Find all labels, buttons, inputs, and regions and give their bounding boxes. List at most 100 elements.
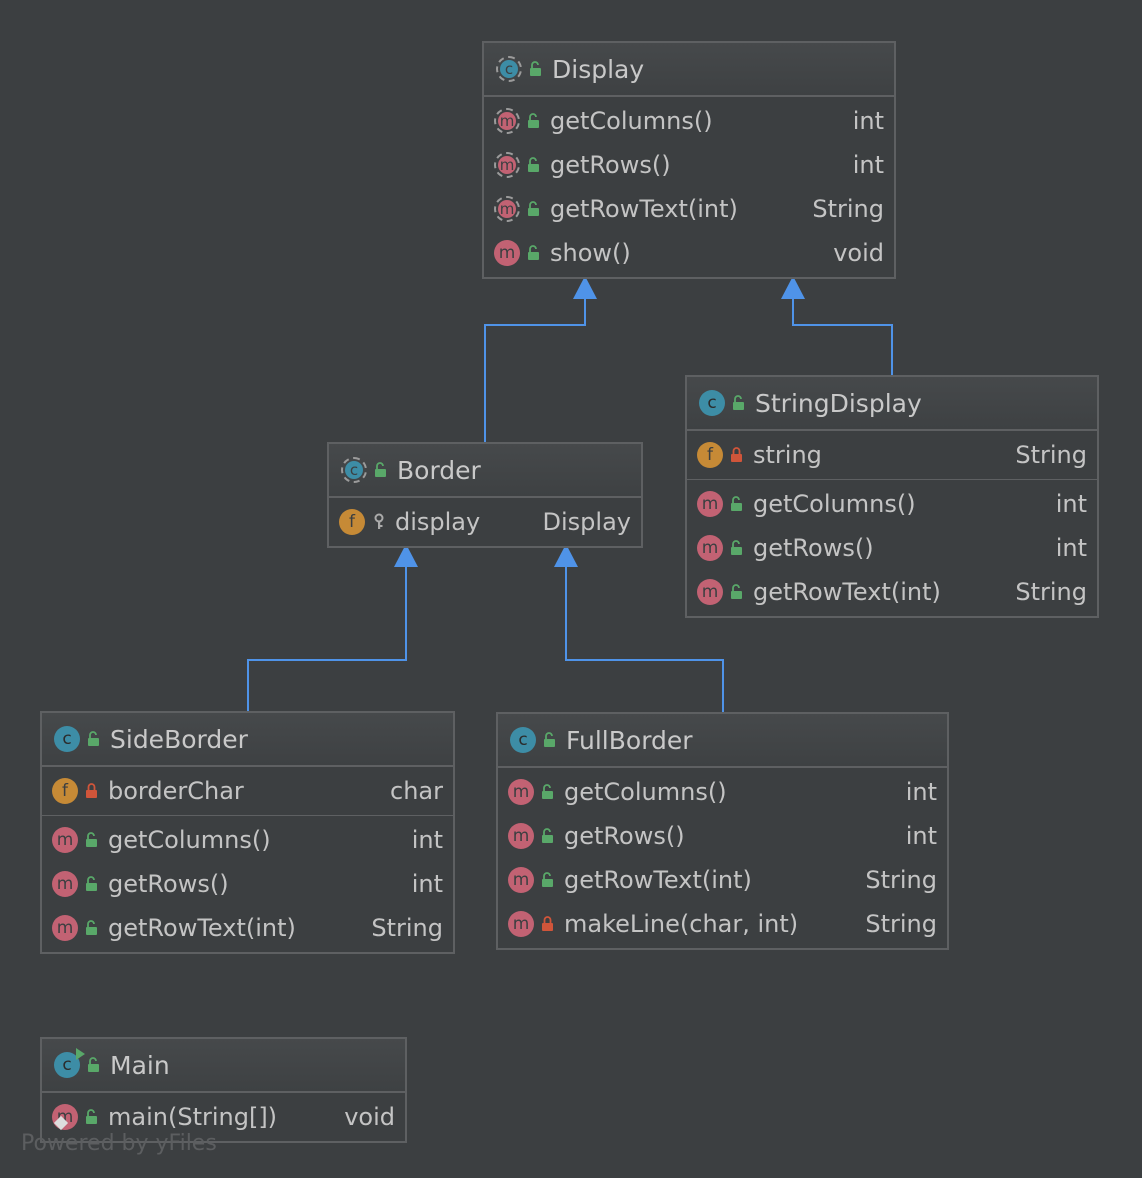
public-visibility-icon — [84, 1108, 100, 1126]
member-type: String — [865, 866, 937, 894]
member-name: getRows() — [108, 870, 229, 898]
field-icon: f — [339, 509, 365, 535]
class-name: Main — [110, 1050, 170, 1080]
private-visibility-icon — [540, 915, 556, 933]
member-type: void — [344, 1103, 395, 1131]
method-icon: m — [52, 871, 78, 897]
public-visibility-icon — [731, 394, 747, 412]
extends-edge-sideborder-to-border[interactable] — [247, 545, 407, 711]
watermark: Powered by yFiles — [21, 1131, 217, 1156]
member-type: int — [1055, 490, 1087, 518]
member-name: getRows() — [564, 822, 685, 850]
public-visibility-icon — [729, 495, 745, 513]
class-name: FullBorder — [566, 725, 693, 755]
method-icon: m — [697, 535, 723, 561]
inheritance-arrowhead — [781, 276, 805, 299]
abstract-method-icon: m — [494, 108, 520, 134]
public-visibility-icon — [84, 831, 100, 849]
member-name: getRowText(int) — [108, 914, 296, 942]
method-icon: m — [508, 911, 534, 937]
abstract-class-icon: c — [341, 457, 367, 483]
member-row[interactable]: m getRowText(int) String — [498, 858, 947, 902]
method-icon: m — [508, 867, 534, 893]
public-visibility-icon — [526, 244, 542, 262]
member-name: getRowText(int) — [564, 866, 752, 894]
extends-edge-border-to-display[interactable] — [484, 277, 586, 442]
method-icon: m — [494, 240, 520, 266]
public-visibility-icon — [86, 730, 102, 748]
member-type: char — [390, 777, 443, 805]
member-row[interactable]: m getRows() int — [42, 862, 453, 906]
field-icon: f — [52, 778, 78, 804]
member-type: int — [411, 870, 443, 898]
class-name: Display — [552, 54, 645, 84]
member-name: display — [395, 508, 481, 536]
member-type: int — [905, 778, 937, 806]
inheritance-arrowhead — [554, 544, 578, 567]
public-visibility-icon — [84, 919, 100, 937]
method-icon: m — [697, 491, 723, 517]
public-visibility-icon — [729, 539, 745, 557]
class-header[interactable]: c Display — [484, 43, 894, 96]
private-visibility-icon — [84, 782, 100, 800]
class-header[interactable]: c FullBorder — [498, 714, 947, 767]
extends-edge-stringdisplay-to-display[interactable] — [792, 277, 893, 375]
public-visibility-icon — [526, 200, 542, 218]
member-type: int — [905, 822, 937, 850]
class-icon: c — [699, 390, 725, 416]
member-name: main(String[]) — [108, 1103, 278, 1131]
protected-visibility-icon — [371, 513, 387, 531]
public-visibility-icon — [86, 1056, 102, 1074]
member-type: String — [865, 910, 937, 938]
public-visibility-icon — [526, 112, 542, 130]
member-type: int — [1055, 534, 1087, 562]
member-name: getRows() — [550, 151, 671, 179]
member-name: getRowText(int) — [550, 195, 738, 223]
extends-edge-fullborder-to-border[interactable] — [565, 545, 724, 712]
inheritance-arrowhead — [394, 544, 418, 567]
member-type: String — [812, 195, 884, 223]
method-icon: m — [697, 579, 723, 605]
method-icon: m — [52, 827, 78, 853]
class-icon: c — [510, 727, 536, 753]
class-header[interactable]: c Main — [42, 1039, 405, 1092]
member-type: String — [371, 914, 443, 942]
public-visibility-icon — [528, 60, 544, 78]
class-icon: c — [54, 726, 80, 752]
abstract-class-icon: c — [496, 56, 522, 82]
runnable-class-icon: c — [54, 1048, 85, 1078]
member-type: int — [852, 107, 884, 135]
member-name: show() — [550, 239, 631, 267]
